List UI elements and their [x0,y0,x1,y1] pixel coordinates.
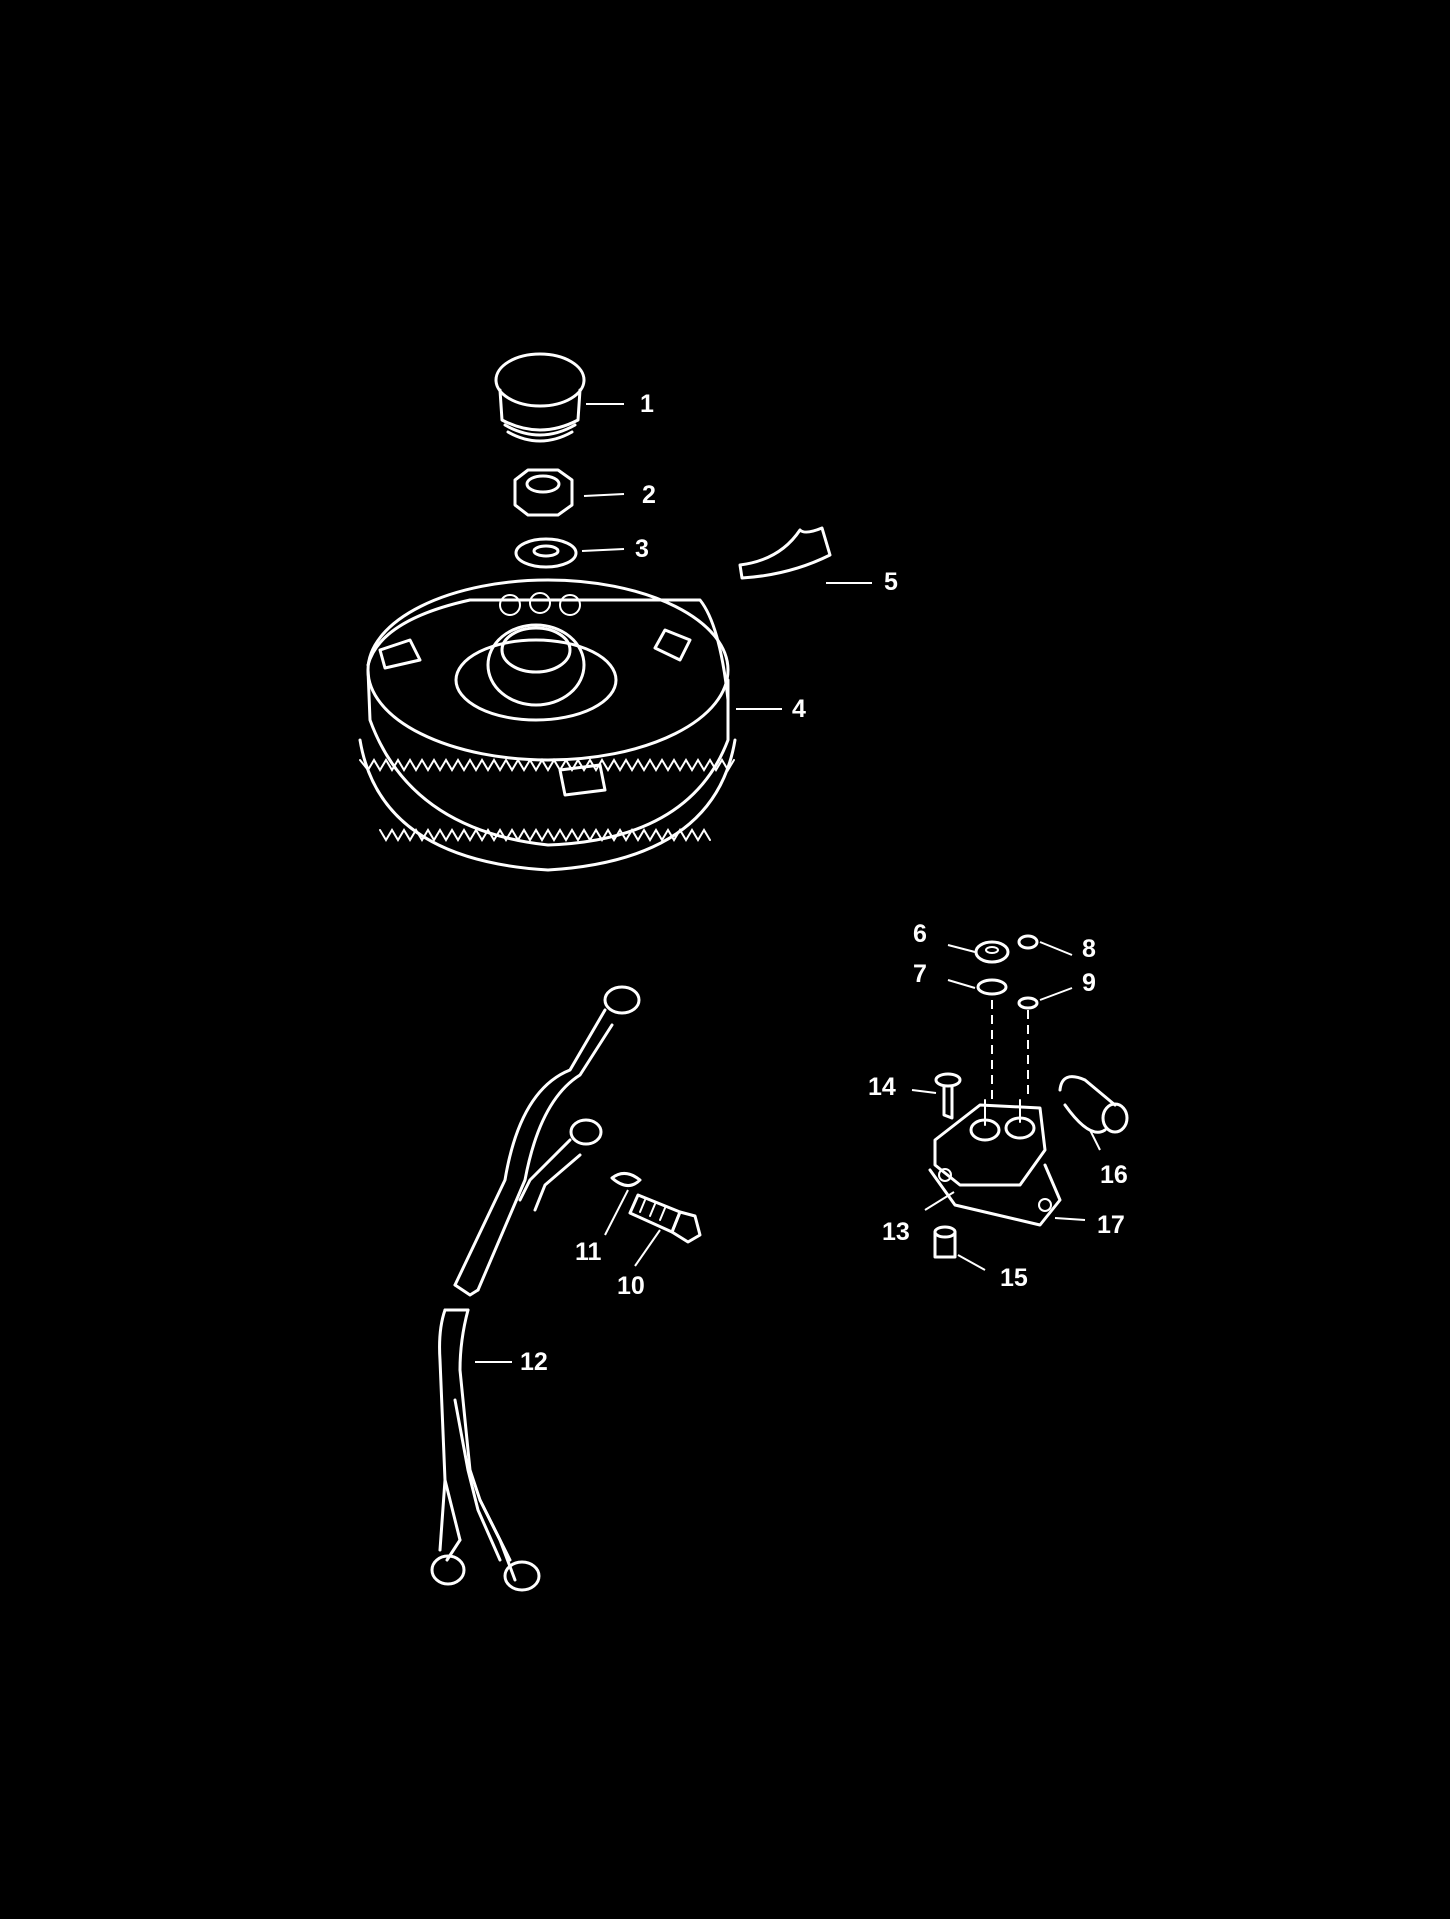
callout-13: 13 [882,1218,910,1246]
callout-2: 2 [642,481,656,509]
part-1-cap [494,352,586,443]
callout-15: 15 [1000,1264,1028,1292]
parts-10-11-bolt-lockwasher [610,1172,702,1244]
part-4-flywheel [358,578,737,872]
part-16-boot [1058,1075,1129,1134]
part-15-sleeve [933,1225,957,1259]
callout-6: 6 [913,920,927,948]
parts-6-9-nuts-washers [974,934,1039,1010]
callout-14: 14 [868,1073,896,1101]
callout-4: 4 [792,695,806,723]
callout-10: 10 [617,1272,645,1300]
callout-11: 11 [575,1238,602,1266]
callouts: 1 2 3 4 5 6 7 8 9 10 11 12 13 14 15 16 1… [520,390,1128,1376]
part-12-battery-cable [430,985,641,1592]
callout-9: 9 [1082,969,1096,997]
callout-17: 17 [1097,1211,1125,1239]
part-14-screw [934,1072,962,1120]
callout-5: 5 [884,568,898,596]
part-3-washer [514,537,578,569]
callout-12: 12 [520,1348,548,1376]
callout-1: 1 [640,390,654,418]
callout-3: 3 [635,535,649,563]
callout-16: 16 [1100,1161,1128,1189]
callout-8: 8 [1082,935,1096,963]
part-2-nut [513,468,574,517]
leader-lines [475,403,1101,1363]
part-5-key [738,526,832,580]
callout-7: 7 [913,960,927,988]
part-13-solenoid [928,1099,1062,1227]
